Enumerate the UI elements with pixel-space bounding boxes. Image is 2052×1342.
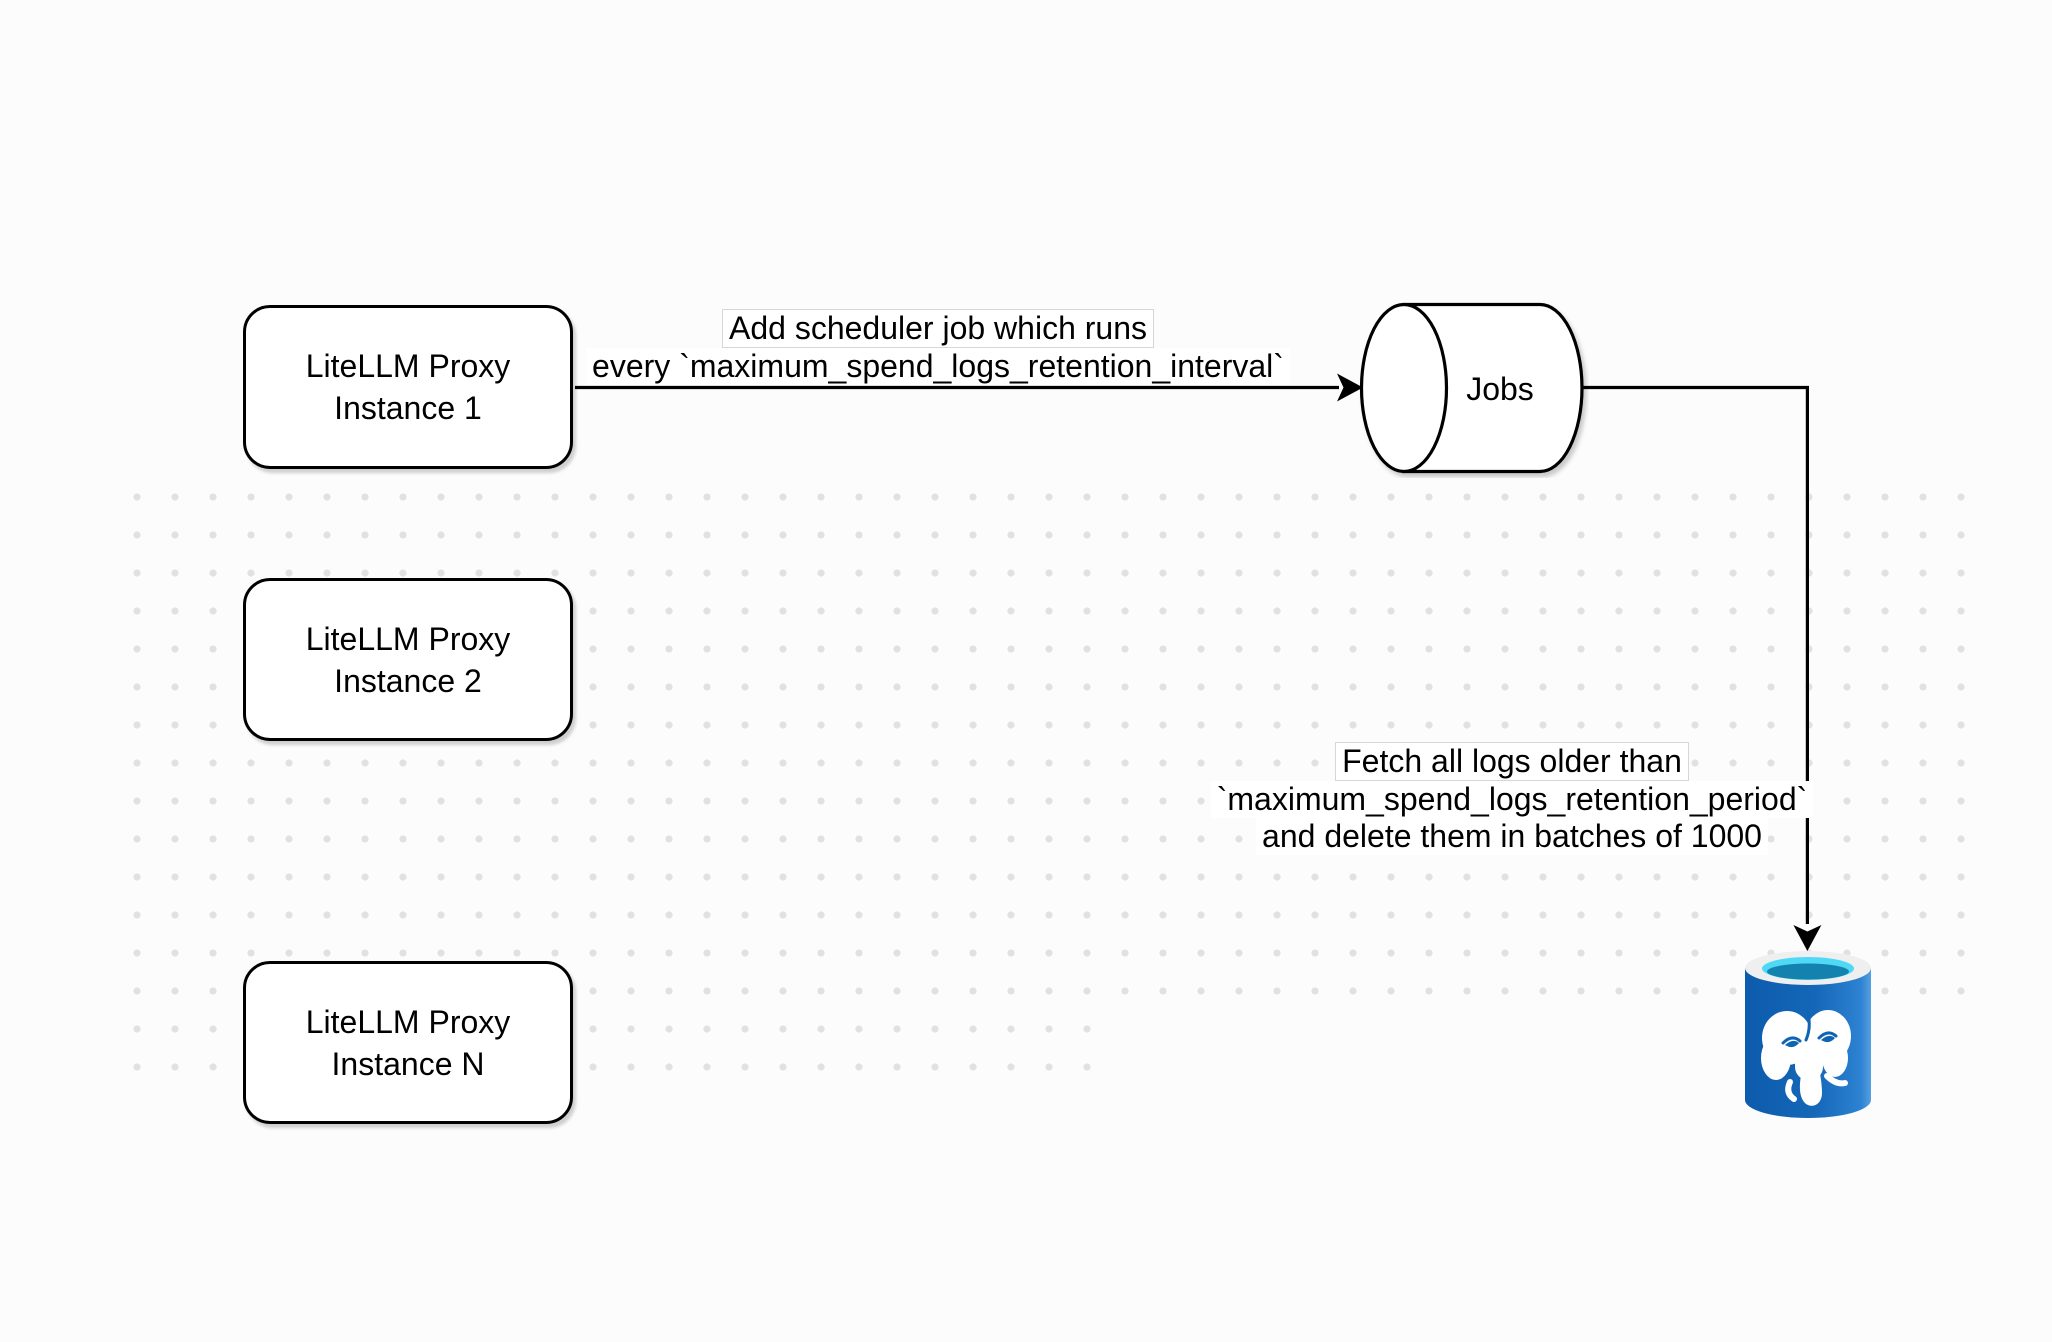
node-litellm-proxy-instance-n: LiteLLM Proxy Instance N [243,961,573,1124]
node-label-line: Instance 2 [334,662,482,699]
jobs-cylinder-body [1402,302,1584,474]
node-label-line: LiteLLM Proxy [305,348,511,384]
node-litellm-proxy-instance-2: LiteLLM Proxy Instance 2 [243,578,573,741]
node-label-line: LiteLLM Proxy [305,1003,511,1040]
edge-label-cleanup: Fetch all logs older than `maximum_spend… [1062,742,1962,855]
jobs-cylinder-cap [1359,302,1449,474]
database-top-teal [1767,963,1849,980]
edge-label-line: Fetch all logs older than [1335,742,1689,781]
edge-label-line: and delete them in batches of 1000 [1256,818,1768,855]
postgres-elephant [1761,1008,1851,1106]
node-jobs-queue-cylinder: Jobs [1359,302,1584,474]
node-label-line: LiteLLM Proxy [305,620,511,657]
node-litellm-proxy-instance-1: LiteLLM Proxy Instance 1 [243,305,573,469]
edge-label-line: every `maximum_spend_logs_retention_inte… [586,348,1290,385]
node-label-line: Instance 1 [334,390,482,426]
postgresql-database-icon [1745,951,1871,1118]
jobs-label: Jobs [1466,371,1534,407]
edge-label-scheduler: Add scheduler job which runs every `maxi… [488,309,1388,385]
edge-jobs-to-database [1580,385,1809,924]
node-label-line: Instance N [331,1045,485,1082]
edge-label-line: Add scheduler job which runs [721,309,1154,348]
edge-label-line: `maximum_spend_logs_retention_period` [1210,781,1814,818]
arrowhead-into-database [1793,925,1822,951]
arrowhead-into-jobs [1337,373,1363,402]
